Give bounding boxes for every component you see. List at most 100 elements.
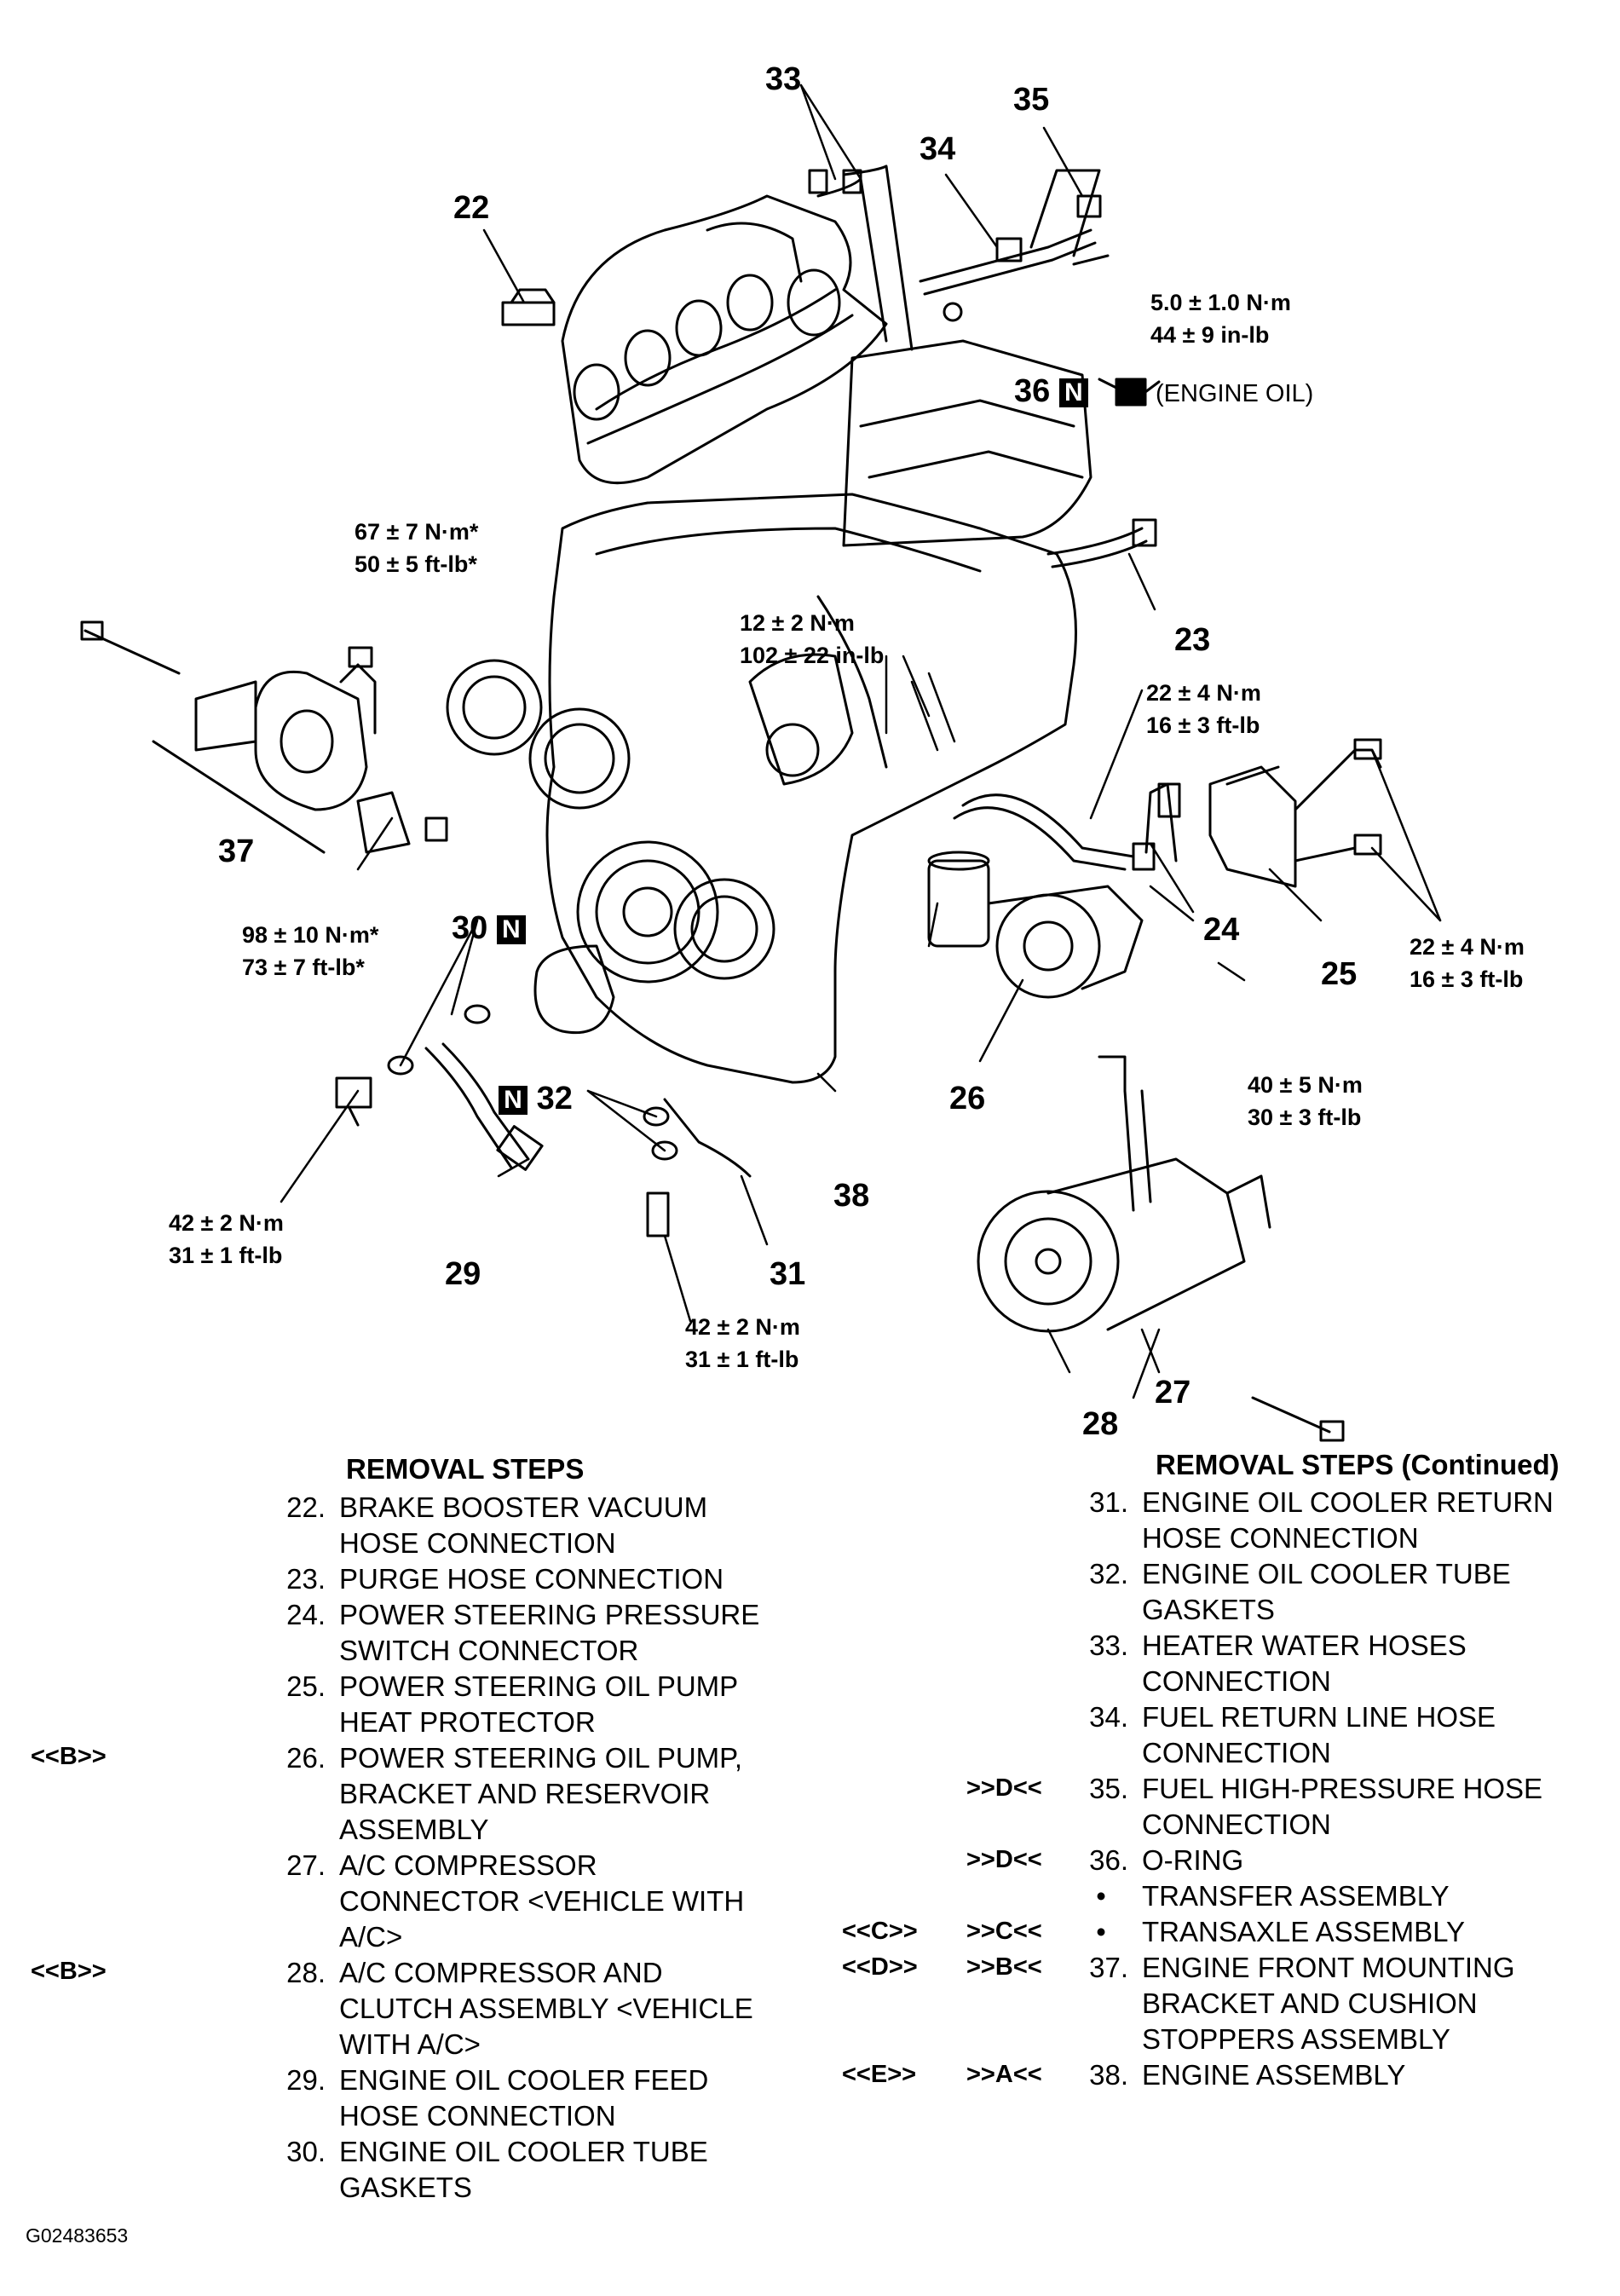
heater-hoses [808,164,1110,351]
vacuum-fitting [501,288,556,326]
torque-imperial: 50 ± 5 ft-lb* [355,551,477,577]
heat-protector [1208,738,1382,888]
step-number: 35. [1089,1773,1128,1804]
removal-steps-continued-heading: REMOVAL STEPS (Continued) [1156,1449,1559,1480]
step-text: ENGINE OIL COOLER TUBE GASKETS [1142,1558,1511,1625]
step-text: ENGINE OIL COOLER FEED HOSE CONNECTION [339,2064,709,2132]
n-badge-icon: N [499,1085,528,1115]
step-text: ENGINE ASSEMBLY [1142,2059,1406,2091]
step-text: TRANSFER ASSEMBLY [1142,1880,1450,1912]
ref-mark: <<B>> [31,1743,107,1770]
step-text: POWER STEERING OIL PUMP HEAT PROTECTOR [339,1670,739,1738]
step-number: 36. [1089,1844,1128,1876]
callout-35: 35 [1013,82,1050,118]
step-number: 27. [286,1849,326,1881]
callout-27: 27 [1155,1375,1191,1410]
torque-imperial: 102 ± 22 in-lb [740,643,885,668]
step-text: ENGINE FRONT MOUNTING BRACKET AND CUSHIO… [1142,1952,1515,2055]
callout-30-number: 30 [452,910,488,946]
step-text: ENGINE OIL COOLER RETURN HOSE CONNECTION [1142,1486,1554,1554]
torque-metric: 98 ± 10 N·m* [242,922,379,948]
torque-metric: 22 ± 4 N·m [1146,680,1261,706]
bullet-icon: • [1096,1880,1106,1912]
step-number: 24. [286,1599,326,1630]
step-number: 28. [286,1957,326,1988]
ref-mark: >>B<< [966,1953,1042,1981]
step-number: 30. [286,2136,326,2167]
torque-37-lower: 98 ± 10 N·m* 73 ± 7 ft-lb* [242,919,378,984]
step-text: FUEL HIGH-PRESSURE HOSE CONNECTION [1142,1773,1543,1840]
rocker-cover [842,339,1092,547]
callout-26: 26 [949,1081,986,1116]
callout-38: 38 [833,1178,870,1214]
callout-28: 28 [1082,1406,1119,1442]
step-number: 22. [286,1491,326,1523]
torque-imperial: 44 ± 9 in-lb [1150,322,1270,348]
callout-32-number: 32 [536,1081,573,1116]
oil-filter [533,944,615,1035]
ref-mark: >>D<< [966,1774,1042,1802]
n-badge-icon: N [496,914,526,944]
step-number: 33. [1089,1630,1128,1661]
torque-imperial: 31 ± 1 ft-lb [685,1347,799,1372]
ref-mark: <<C>> [842,1918,918,1945]
step-number: 25. [286,1670,326,1702]
step-number: 29. [286,2064,326,2096]
torque-imperial: 16 ± 3 ft-lb [1146,712,1260,738]
ref-mark: <<D>> [842,1953,918,1981]
torque-imperial: 30 ± 3 ft-lb [1248,1105,1362,1130]
step-number: 38. [1089,2059,1128,2091]
callout-37: 37 [218,834,255,869]
bullet-icon: • [1096,1916,1106,1947]
callout-30: 30 N [452,912,526,944]
callout-22: 22 [453,190,490,226]
step-text: POWER STEERING OIL PUMP, BRACKET AND RES… [339,1742,743,1845]
step-number: 32. [1089,1558,1128,1589]
callout-25: 25 [1321,956,1358,992]
power-steering-pump [927,793,1144,999]
step-text: FUEL RETURN LINE HOSE CONNECTION [1142,1701,1496,1768]
ps-switch-connector [1132,782,1181,871]
step-text: PURGE HOSE CONNECTION [339,1563,724,1595]
step-text: POWER STEERING PRESSURE SWITCH CONNECTOR [339,1599,760,1666]
engine-exploded-diagram [80,84,1442,1442]
ref-mark: >>C<< [966,1918,1042,1945]
step-text: A/C COMPRESSOR CONNECTOR <VEHICLE WITH A… [339,1849,745,1953]
removal-steps-heading: REMOVAL STEPS [346,1453,585,1485]
ref-mark: >>D<< [966,1846,1042,1873]
torque-29: 42 ± 2 N·m 31 ± 1 ft-lb [169,1207,284,1272]
ref-mark: >>A<< [966,2061,1042,2088]
torque-imperial: 16 ± 3 ft-lb [1410,966,1524,992]
callout-33: 33 [765,61,802,97]
callout-24: 24 [1203,912,1240,948]
step-number: 26. [286,1742,326,1774]
torque-metric: 42 ± 2 N·m [685,1314,800,1340]
torque-metric: 42 ± 2 N·m [169,1210,284,1236]
torque-26: 40 ± 5 N·m 30 ± 3 ft-lb [1248,1069,1363,1134]
torque-24-upper: 12 ± 2 N·m 102 ± 22 in-lb [740,607,884,672]
callout-36: 36 N [1014,375,1088,407]
step-text: TRANSAXLE ASSEMBLY [1142,1916,1466,1947]
crank-pulley [446,659,775,984]
torque-metric: 5.0 ± 1.0 N·m [1150,290,1291,315]
step-text: HEATER WATER HOSES CONNECTION [1142,1630,1467,1697]
step-number: 34. [1089,1701,1128,1733]
torque-imperial: 31 ± 1 ft-lb [169,1243,283,1268]
step-text: A/C COMPRESSOR AND CLUTCH ASSEMBLY <VEHI… [339,1957,753,2060]
torque-37-upper: 67 ± 7 N·m* 50 ± 5 ft-lb* [355,516,478,580]
step-text: O-RING [1142,1844,1244,1876]
ac-compressor [977,1055,1345,1442]
engine-block [545,493,1077,1084]
torque-25: 22 ± 4 N·m 16 ± 3 ft-lb [1410,931,1525,995]
engine-oil-note: (ENGINE OIL) [1156,380,1314,407]
oil-cooler-hoses [335,1004,752,1237]
step-number: 31. [1089,1486,1128,1518]
step-text: BRAKE BOOSTER VACUUM HOSE CONNECTION [339,1491,708,1559]
figure-id: G02483653 [26,2224,129,2247]
callout-31: 31 [770,1256,806,1292]
torque-24: 22 ± 4 N·m 16 ± 3 ft-lb [1146,677,1261,741]
n-badge-icon: N [1058,378,1088,407]
torque-35: 5.0 ± 1.0 N·m 44 ± 9 in-lb [1150,286,1291,351]
oil-can-icon [1098,378,1161,407]
torque-31: 42 ± 2 N·m 31 ± 1 ft-lb [685,1311,800,1376]
